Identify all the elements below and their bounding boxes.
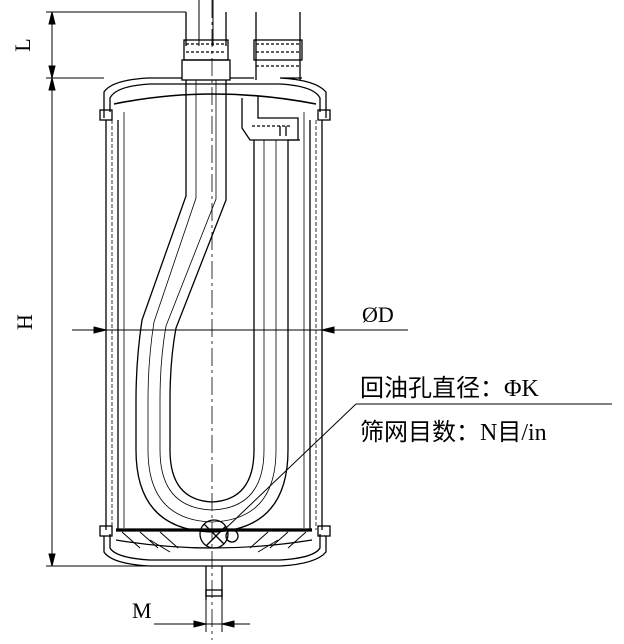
label-l: L	[10, 38, 35, 51]
inlet-pipe	[253, 12, 303, 80]
bottom-fitting	[205, 566, 223, 600]
label-mesh: 筛网目数：N目/in	[360, 419, 547, 446]
dimension-l	[46, 11, 186, 79]
u-tube	[135, 80, 300, 533]
label-d: ØD	[362, 302, 394, 327]
dimension-h	[46, 77, 206, 567]
oil-hole-leader	[223, 403, 612, 531]
dimension-d	[72, 326, 408, 334]
oil-return-hole	[199, 519, 239, 549]
inlet-baffle	[241, 96, 299, 141]
dimension-m	[154, 600, 250, 632]
label-h: H	[12, 314, 37, 330]
strainer-screen	[121, 531, 307, 553]
label-oil-hole: 回油孔直径：ΦK	[360, 375, 540, 402]
label-m: M	[132, 598, 152, 623]
top-cap	[99, 77, 331, 121]
outlet-pipe	[181, 0, 231, 81]
shell	[105, 112, 323, 530]
